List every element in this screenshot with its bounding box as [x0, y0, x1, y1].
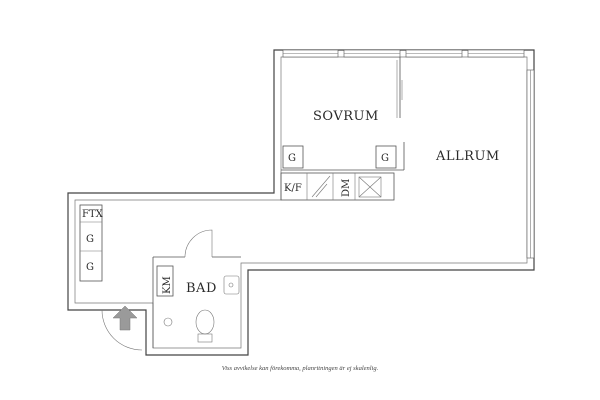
garderob-label: G [381, 153, 389, 164]
outer-walls [67, 49, 535, 356]
windows [282, 49, 535, 259]
ftx-label: FTX [82, 209, 104, 220]
toilet-icon [195, 309, 215, 343]
room-label-allrum: ALLRUM [435, 149, 500, 164]
entrance-arrow-icon [112, 305, 138, 331]
stove-icon [311, 175, 331, 198]
partitions [79, 57, 405, 351]
garderob-label: G [86, 262, 94, 273]
room-label-sovrum: SOVRUM [313, 109, 379, 124]
shower-drain-icon [163, 317, 173, 327]
garderob-label: G [86, 234, 94, 245]
room-label-bad: BAD [186, 281, 217, 296]
disclaimer-caption: Viss avvikelse kan förekomma, planritnin… [222, 365, 379, 372]
dishwasher-label: DM [341, 179, 352, 197]
washing-machine-label: KM [162, 276, 173, 294]
sink-icon [358, 176, 382, 198]
kitchen-fridge-label: K/F [284, 183, 302, 194]
garderob-label: G [288, 153, 296, 164]
sink-icon [223, 275, 240, 295]
